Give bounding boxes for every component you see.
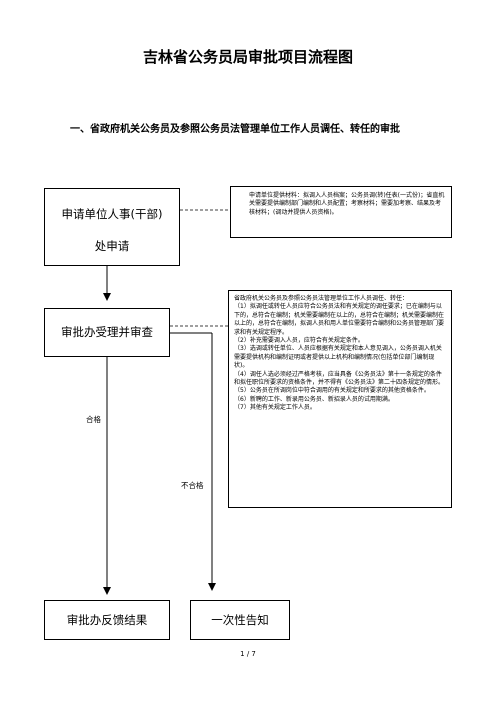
review-note-line-2: （2）补充需要调入人员，应符合有关规定条件。 [234,337,364,345]
apply-box-line2: 处申请 [94,239,130,253]
review-note-line-5: （5）公务员在所调岗位中符合调用的有关规定和所要求的其他资格条件。 [234,387,430,395]
page-number: 1 / 7 [240,650,256,658]
pass-label: 合格 [86,415,101,424]
apply-note: 申请单位提供材料：拟调入人员档案；公务员调(转)任表(一式份)；省直机关需要提供… [230,186,452,238]
apply-box: 申请单位人事(干部) 处申请 [44,188,180,266]
review-note-line-4: （4）调任人选必须经过严格考核，应当具备《公务员法》第十一条规定的条件和拟任职位… [234,370,445,387]
review-note-line-6: （6）新聘的工作、新录用公务员、新招录人员的试用期满。 [234,395,394,403]
review-box-label: 审批办受理并审查 [61,325,153,339]
section-heading: 一、省政府机关公务员及参照公务员法管理单位工作人员调任、转任的审批 [48,120,453,140]
notice-box: 一次性告知 [190,600,290,640]
review-box: 审批办受理并审查 [44,308,170,357]
review-note: 省政府机关公务员及参照公务员法管理单位工作人员调任、转任： （1）拟调任或转任人… [228,290,452,508]
review-note-line-7: （7）其他有关规定工作人员。 [234,404,316,412]
page-title: 吉林省公务员局审批项目流程图 [142,48,353,66]
apply-box-line1: 申请单位人事(干部) [61,207,163,221]
apply-note-text: 申请单位提供材料：拟调入人员档案；公务员调(转)任表(一式份)；省直机关需要提供… [249,192,445,216]
review-note-line-3: （3）选调或转任单位、人员应根据有关规定和本人意见调入，公务员调入机关需要提供机… [234,345,442,370]
section-heading-text: 一、省政府机关公务员及参照公务员法管理单位工作人员调任、转任的审批 [70,124,400,135]
fail-label: 不合格 [181,481,204,490]
result-box: 审批办反馈结果 [44,600,170,640]
notice-box-label: 一次性告知 [211,613,269,627]
result-box-label: 审批办反馈结果 [66,613,148,627]
review-note-line-1: （1）拟调任或转任人员应符合公务员法和有关规定的调任要求；已在编制与以下的，总符… [234,303,445,336]
review-note-line-0: 省政府机关公务员及参照公务员法管理单位工作人员调任、转任： [234,295,409,302]
